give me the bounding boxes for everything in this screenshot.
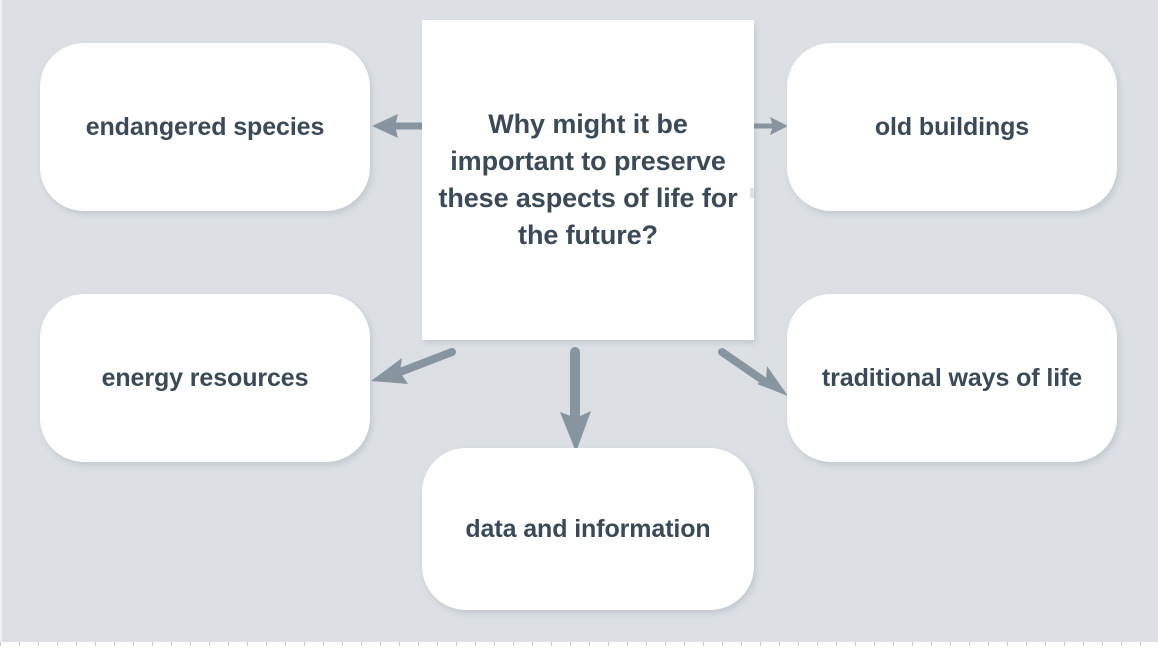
arrow-to-old-buildings (754, 117, 788, 135)
ruler-tick (798, 642, 799, 646)
ruler-tick (589, 642, 590, 646)
ruler-tick (627, 642, 628, 646)
ruler-tick (437, 642, 438, 646)
ruler-tick (57, 642, 58, 646)
ruler-tick (1140, 642, 1141, 646)
ruler-tick (779, 642, 780, 646)
stray-artifact-mark (750, 188, 755, 198)
ruler-tick (722, 642, 723, 646)
ruler-tick (456, 642, 457, 646)
ruler-tick (1026, 642, 1027, 646)
ruler-tick (760, 642, 761, 646)
ruler-tick (646, 642, 647, 646)
ruler-tick (171, 642, 172, 646)
ruler-tick (152, 642, 153, 646)
ruler-tick (1083, 642, 1084, 646)
ruler-tick (969, 642, 970, 646)
ruler-tick (266, 642, 267, 646)
ruler-tick (931, 642, 932, 646)
node-data-information[interactable]: data and information (422, 448, 754, 610)
node-endangered-species-label: endangered species (85, 112, 325, 141)
ruler-tick (513, 642, 514, 646)
node-endangered-species[interactable]: endangered species (40, 43, 370, 211)
bottom-ruler (0, 642, 1158, 652)
ruler-tick (247, 642, 248, 646)
ruler-tick (703, 642, 704, 646)
node-old-buildings[interactable]: old buildings (787, 43, 1117, 211)
ruler-tick (684, 642, 685, 646)
ruler-tick (836, 642, 837, 646)
ruler-tick (1121, 642, 1122, 646)
center-question-box[interactable]: Why might it be important to preserve th… (422, 20, 754, 340)
center-question-label: Why might it be important to preserve th… (438, 109, 738, 250)
arrow-to-energy-resources (371, 348, 456, 384)
canvas-left-edge (0, 0, 2, 642)
node-data-information-label: data and information (465, 514, 711, 543)
ruler-tick (228, 642, 229, 646)
ruler-tick (304, 642, 305, 646)
ruler-tick (570, 642, 571, 646)
ruler-tick (817, 642, 818, 646)
ruler-tick (1045, 642, 1046, 646)
arrow-to-endangered-species (372, 114, 422, 138)
ruler-tick (0, 642, 1, 646)
ruler-tick (1064, 642, 1065, 646)
ruler-tick (76, 642, 77, 646)
ruler-tick (874, 642, 875, 646)
ruler-tick (95, 642, 96, 646)
ruler-tick (399, 642, 400, 646)
ruler-tick (133, 642, 134, 646)
ruler-tick (323, 642, 324, 646)
ruler-tick (950, 642, 951, 646)
ruler-tick (361, 642, 362, 646)
ruler-tick (494, 642, 495, 646)
ruler-tick (551, 642, 552, 646)
ruler-tick (608, 642, 609, 646)
ruler-tick (19, 642, 20, 646)
node-traditional-ways-label: traditional ways of life (821, 363, 1083, 392)
ruler-tick (741, 642, 742, 646)
ruler-tick (1102, 642, 1103, 646)
node-old-buildings-label: old buildings (874, 112, 1030, 141)
ruler-tick (38, 642, 39, 646)
arrow-to-traditional-ways (718, 348, 788, 396)
ruler-tick (912, 642, 913, 646)
ruler-tick (665, 642, 666, 646)
ruler-tick (893, 642, 894, 646)
ruler-tick (209, 642, 210, 646)
ruler-tick (1007, 642, 1008, 646)
ruler-tick (532, 642, 533, 646)
arrow-to-data-information (560, 347, 591, 452)
ruler-tick (418, 642, 419, 646)
node-energy-resources-label: energy resources (101, 363, 309, 392)
node-energy-resources[interactable]: energy resources (40, 294, 370, 462)
ruler-tick (285, 642, 286, 646)
ruler-tick (855, 642, 856, 646)
ruler-tick (988, 642, 989, 646)
ruler-tick (342, 642, 343, 646)
ruler-tick (380, 642, 381, 646)
node-traditional-ways[interactable]: traditional ways of life (787, 294, 1117, 462)
ruler-tick (190, 642, 191, 646)
ruler-tick (475, 642, 476, 646)
ruler-tick (114, 642, 115, 646)
